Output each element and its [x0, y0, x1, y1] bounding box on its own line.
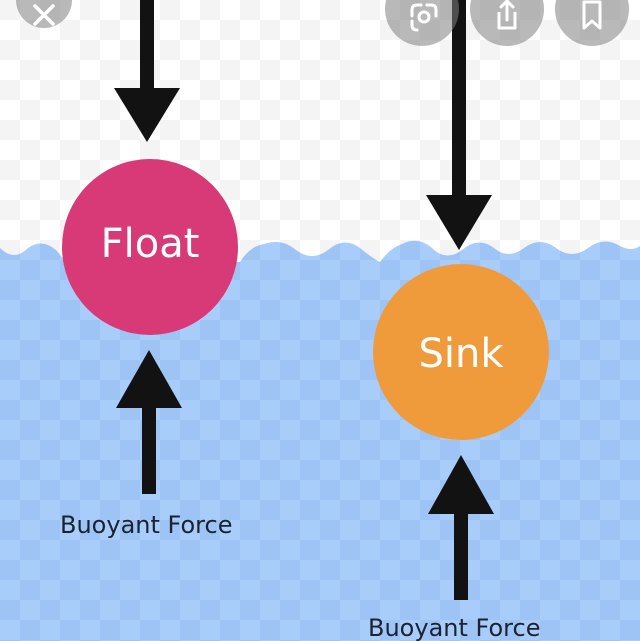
weight-arrow-left-head: [114, 88, 180, 142]
close-icon: [33, 4, 55, 26]
buoyant-force-label-right: Buoyant Force: [368, 614, 541, 641]
lens-icon: [410, 3, 438, 32]
lens-button[interactable]: [385, 0, 459, 46]
buoyant-arrow-left-shaft: [142, 400, 156, 494]
share-button[interactable]: [470, 0, 544, 46]
buoyant-arrow-left-head: [116, 350, 182, 408]
save-button[interactable]: [555, 0, 629, 46]
float-ball: [62, 159, 238, 335]
bookmark-icon: [582, 0, 602, 30]
weight-arrow-right-shaft: [452, 0, 466, 205]
share-icon: [497, 0, 517, 30]
sink-ball: [373, 264, 549, 440]
buoyant-arrow-right-head: [428, 455, 494, 514]
weight-arrow-right-head: [426, 195, 492, 250]
weight-arrow-left-shaft: [140, 0, 154, 100]
float-label: Float: [100, 221, 200, 267]
buoyant-arrow-right-shaft: [454, 506, 468, 600]
buoyant-force-label-left: Buoyant Force: [60, 511, 233, 539]
sink-label: Sink: [418, 331, 504, 377]
close-button[interactable]: [16, 0, 72, 28]
